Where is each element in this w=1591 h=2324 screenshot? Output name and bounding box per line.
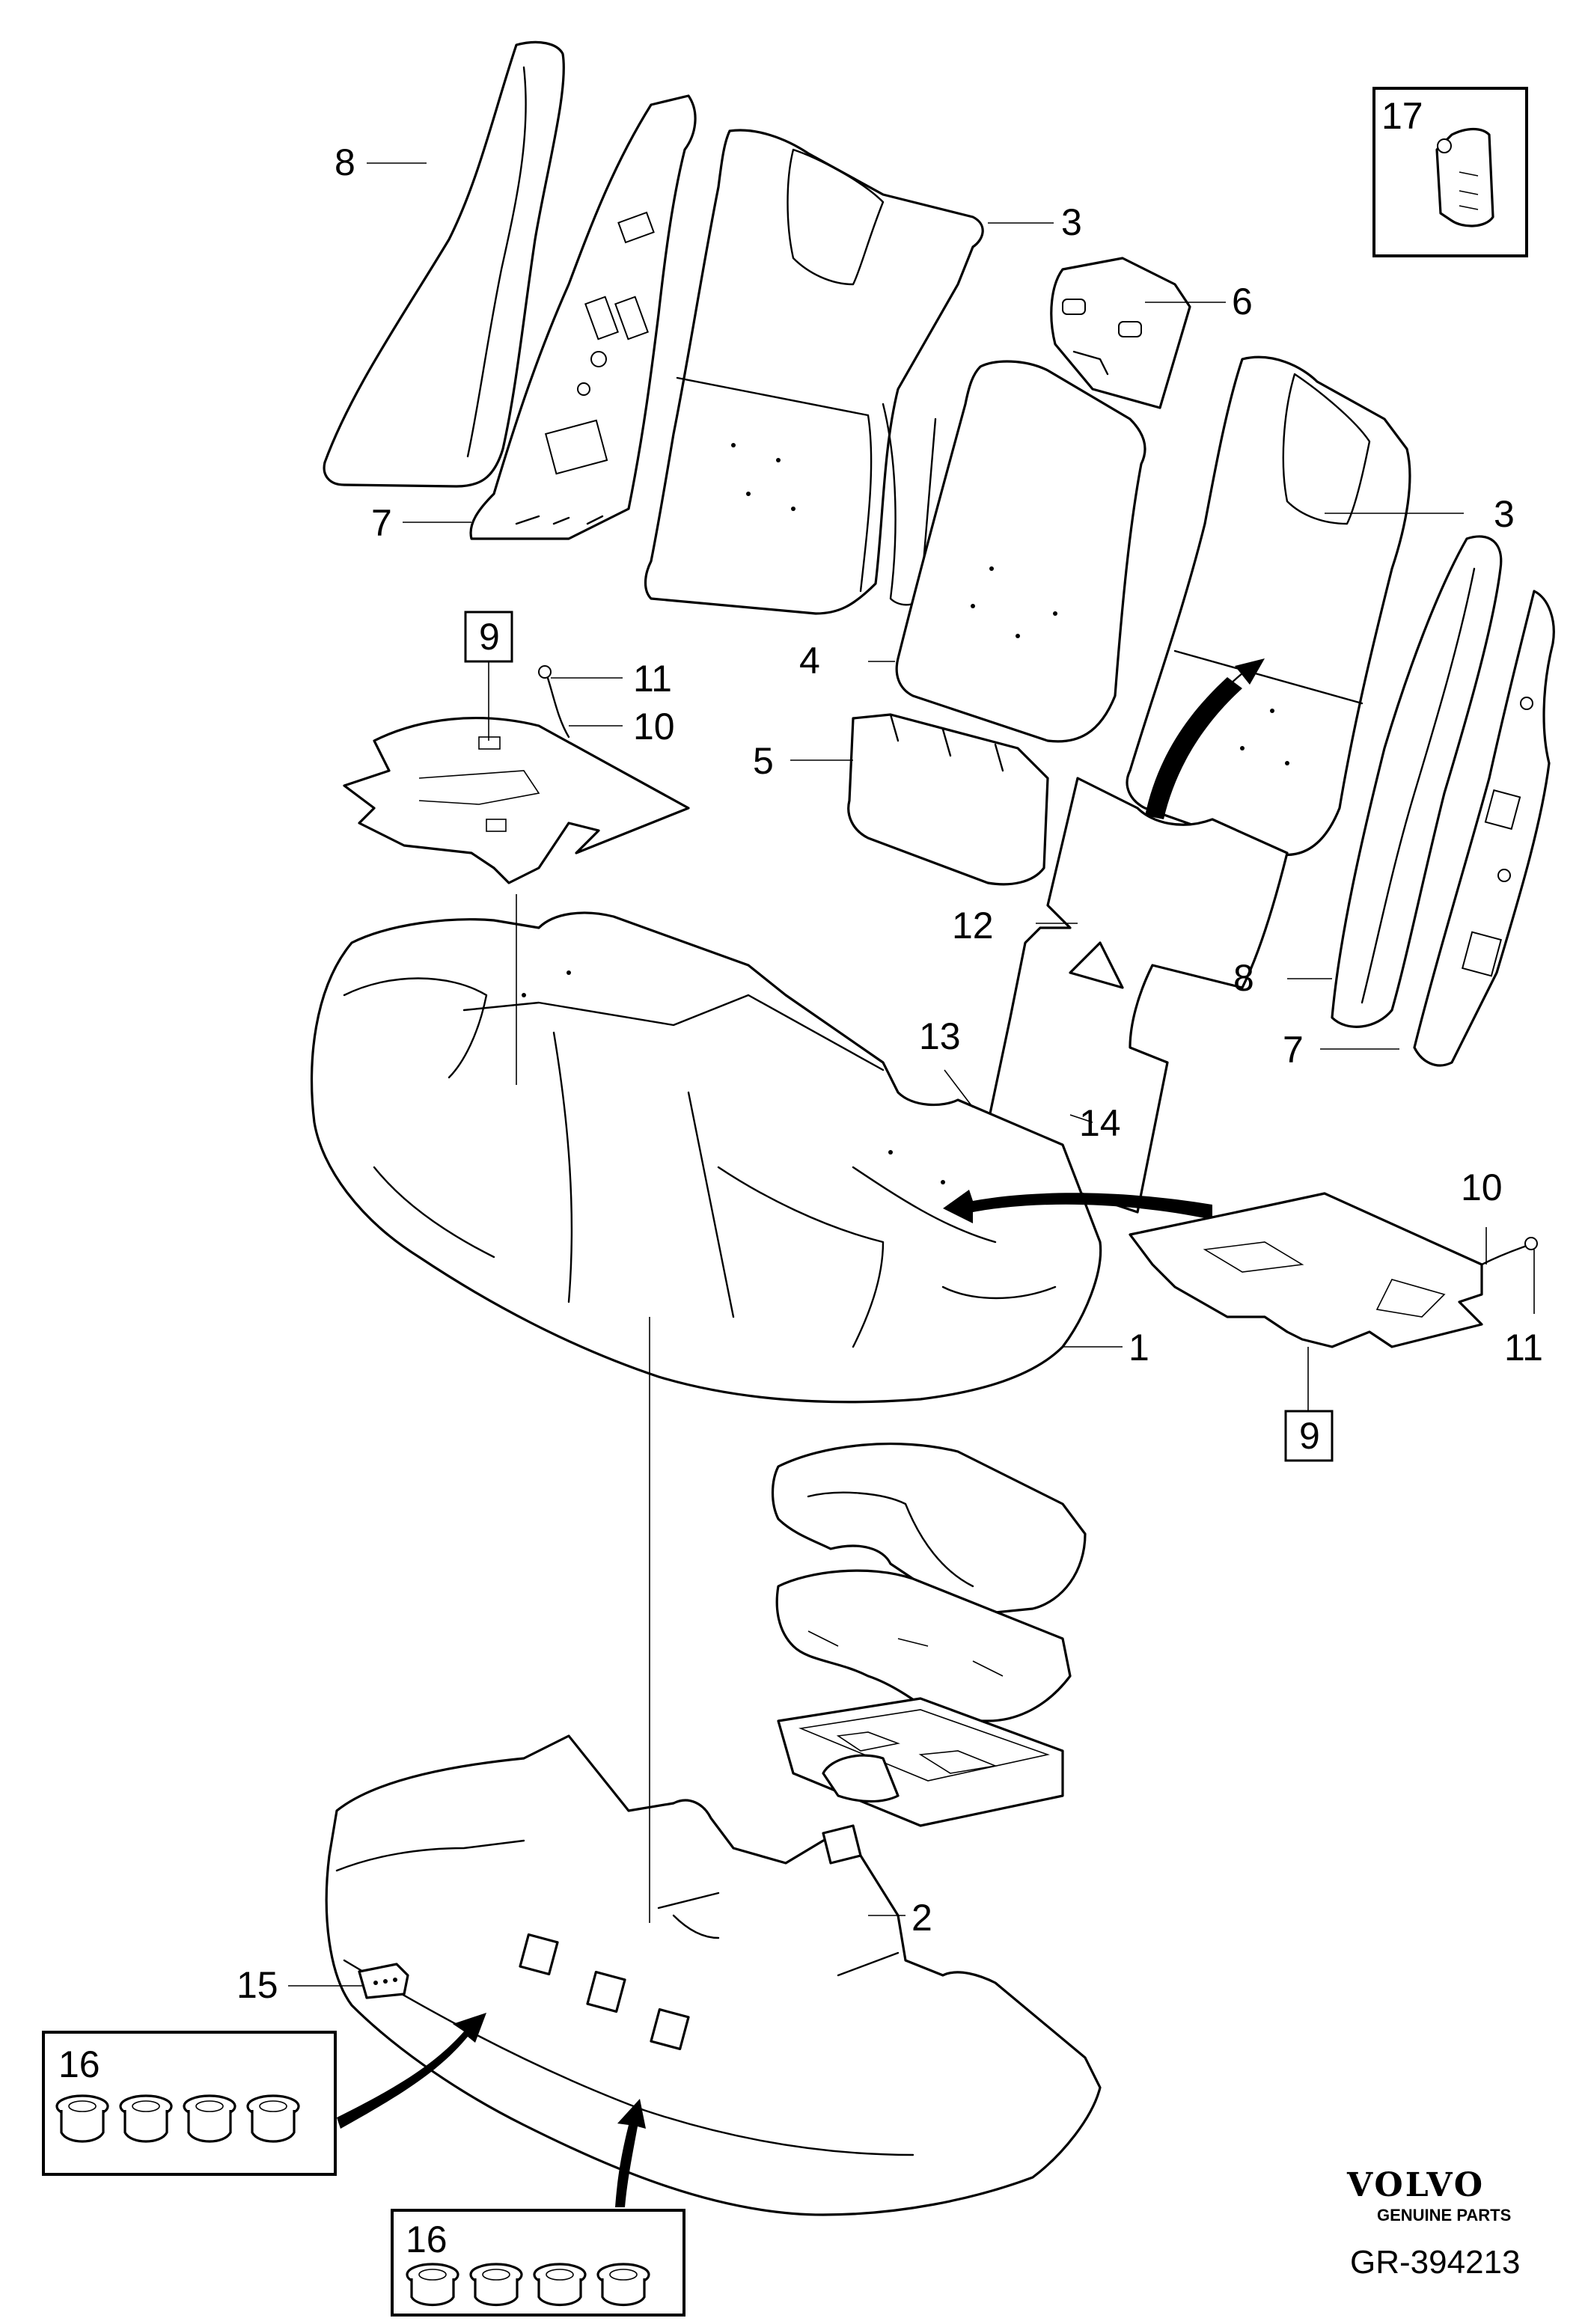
volvo-logo: VOLVO <box>1346 2166 1485 2204</box>
callout-16-bottom: 16 <box>406 2218 448 2260</box>
callout-9-box-left <box>464 611 513 663</box>
callout-10-left: 10 <box>633 706 675 747</box>
callout-5: 5 <box>753 740 774 782</box>
foam-pad <box>847 713 1049 886</box>
callout-11-right: 11 <box>1504 1327 1543 1369</box>
fastener-nut <box>533 2263 587 2306</box>
heating-mat-seat-right <box>1129 1192 1538 1348</box>
fastener-box-bottom <box>391 2209 685 2317</box>
fastener-nut <box>55 2094 109 2143</box>
callout-9-right: 9 <box>1299 1415 1320 1457</box>
callout-9-box-right <box>1284 1410 1334 1462</box>
center-armrest-cover <box>1050 257 1191 409</box>
backrest-frame-right <box>1413 590 1555 1067</box>
reference-number: GR-394213 <box>1350 2244 1520 2281</box>
callout-2: 2 <box>911 1897 932 1939</box>
armrest-frame <box>777 1697 1064 1827</box>
fastener-nut <box>406 2263 459 2306</box>
center-backrest-cushion <box>895 360 1146 743</box>
callout-3-right: 3 <box>1494 493 1515 535</box>
clip-part <box>358 1963 409 1999</box>
callout-8-right: 8 <box>1233 957 1254 999</box>
callout-1: 1 <box>1129 1327 1149 1369</box>
callout-16-left: 16 <box>58 2043 100 2085</box>
callout-11-left: 11 <box>633 658 672 700</box>
backrest-clip-icon <box>1435 127 1494 227</box>
cup-holder-latch <box>822 1754 900 1803</box>
heating-mat-backrest <box>979 777 1289 1214</box>
assembly-arrow-backrest <box>1145 658 1265 819</box>
callout-14: 14 <box>1079 1102 1121 1144</box>
callout-13: 13 <box>919 1015 961 1057</box>
callout-15: 15 <box>236 1964 278 2006</box>
heating-mat-seat-left <box>343 665 690 884</box>
callout-3-left: 3 <box>1061 201 1082 243</box>
callout-6: 6 <box>1232 281 1253 322</box>
callout-4: 4 <box>799 640 820 682</box>
side-bolster-left <box>323 40 565 488</box>
assembly-arrow-fastener-bottom <box>615 2099 646 2207</box>
fastener-nut <box>183 2094 236 2143</box>
callout-10-right: 10 <box>1461 1166 1503 1208</box>
fastener-nut <box>119 2094 173 2143</box>
backrest-cushion-left <box>644 129 984 615</box>
callout-labels: 8 7 3 6 3 4 9 11 10 5 12 8 13 7 14 10 1 … <box>58 95 1543 2260</box>
brand-tagline: GENUINE PARTS <box>1377 2206 1511 2224</box>
assembly-arrow-seat <box>943 1190 1212 1223</box>
callout-7-right: 7 <box>1283 1029 1304 1071</box>
leader-lines <box>288 162 1535 1987</box>
seat-base <box>325 1734 1102 2216</box>
callout-12: 12 <box>952 905 994 947</box>
fastener-nut <box>596 2263 650 2306</box>
assembly-arrow-fastener-left <box>337 2013 486 2129</box>
callout-7-left: 7 <box>371 502 392 544</box>
seat-cushion <box>310 911 1102 1404</box>
clip-box-17 <box>1372 87 1528 257</box>
side-bolster-right <box>1331 535 1503 1028</box>
callout-8-left: 8 <box>335 141 355 183</box>
volvo-brand-block: VOLVO GENUINE PARTS GR-394213 <box>1346 2166 1520 2281</box>
fastener-nut <box>469 2263 523 2306</box>
backrest-frame-left <box>469 94 697 540</box>
fastener-nut <box>246 2094 300 2143</box>
callout-9-left: 9 <box>479 616 500 658</box>
fastener-box-left <box>42 2031 337 2176</box>
callout-17: 17 <box>1381 95 1423 137</box>
